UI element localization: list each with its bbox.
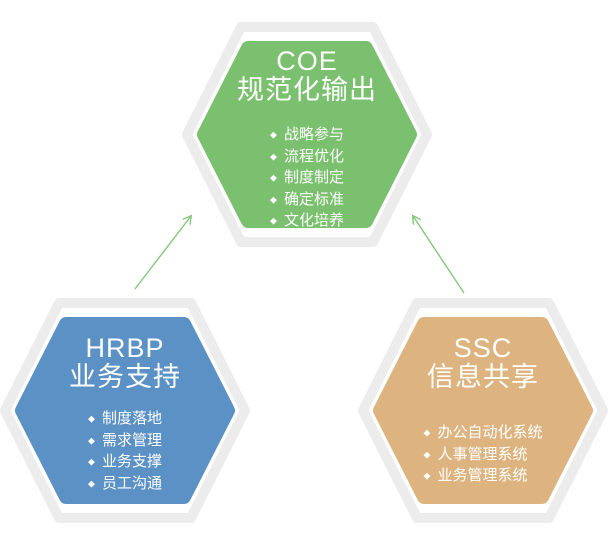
list-item: ◆ 战略参与 xyxy=(270,124,344,146)
diamond-bullet-icon: ◆ xyxy=(270,215,277,226)
list-item: ◆ 流程优化 xyxy=(270,146,344,168)
list-item: ◆ 办公自动化系统 xyxy=(424,422,543,444)
list-item-label: 业务管理系统 xyxy=(437,467,528,484)
list-item: ◆ 制度落地 xyxy=(88,408,162,430)
hexagon-fill-edge xyxy=(15,317,235,504)
coe-item-list: ◆ 战略参与 ◆ 流程优化 ◆ 制度制定 ◆ 确定标准 ◆ 文化培养 xyxy=(270,124,344,232)
hexagon-ring xyxy=(358,298,608,523)
list-item: ◆ 人事管理系统 xyxy=(424,444,543,466)
coe-hexagon-shape xyxy=(182,22,432,247)
diamond-bullet-icon: ◆ xyxy=(88,456,95,467)
list-item-label: 确定标准 xyxy=(283,190,344,208)
diamond-bullet-icon: ◆ xyxy=(270,151,277,162)
list-item-label: 员工沟通 xyxy=(101,474,162,492)
hrbp-title-line2: 业务支持 xyxy=(69,362,181,392)
ssc-title: SSC 信息共享 xyxy=(427,334,539,392)
hexagon-ring xyxy=(0,298,250,523)
list-item-label: 业务支撑 xyxy=(101,453,162,470)
hrbp-item-list: ◆ 制度落地 ◆ 需求管理 ◆ 业务支撑 ◆ 员工沟通 xyxy=(88,408,162,494)
hexagon-fill xyxy=(380,324,586,497)
ssc-item-list: ◆ 办公自动化系统 ◆ 人事管理系统 ◆ 业务管理系统 xyxy=(424,422,543,487)
list-item: ◆ 业务支撑 xyxy=(88,451,162,473)
hrbp-hexagon-shape xyxy=(0,298,250,523)
diamond-bullet-icon: ◆ xyxy=(88,435,95,446)
list-item-label: 战略参与 xyxy=(283,126,344,143)
ssc-hexagon-node: SSC 信息共享 ◆ 办公自动化系统 ◆ 人事管理系统 ◆ 业务管理系统 xyxy=(358,298,608,523)
ssc-content: SSC 信息共享 ◆ 办公自动化系统 ◆ 人事管理系统 ◆ 业务管理系统 xyxy=(358,298,608,523)
hexagon-fill xyxy=(204,48,410,221)
ssc-hexagon-shape xyxy=(358,298,608,523)
hrbp-title: HRBP 业务支持 xyxy=(69,334,181,392)
list-item: ◆ 需求管理 xyxy=(88,430,162,452)
list-item-label: 需求管理 xyxy=(101,431,162,449)
list-item-label: 制度制定 xyxy=(283,169,344,186)
list-item-label: 文化培养 xyxy=(283,212,344,229)
list-item-label: 人事管理系统 xyxy=(437,445,528,463)
list-item: ◆ 文化培养 xyxy=(270,210,344,232)
ssc-title-line2: 信息共享 xyxy=(427,362,539,392)
diamond-bullet-icon: ◆ xyxy=(88,413,95,424)
coe-title: COE 规范化输出 xyxy=(237,47,377,105)
diamond-bullet-icon: ◆ xyxy=(423,470,431,481)
coe-title-line1: COE xyxy=(276,46,338,76)
diamond-bullet-icon: ◆ xyxy=(270,172,277,183)
hexagon-ring xyxy=(182,22,432,247)
diamond-bullet-icon: ◆ xyxy=(270,194,277,205)
diamond-bullet-icon: ◆ xyxy=(270,129,277,140)
hexagon-fill-edge xyxy=(197,41,417,228)
coe-content: COE 规范化输出 ◆ 战略参与 ◆ 流程优化 ◆ 制度制定 ◆ 确定标准 ◆ 文化培养 xyxy=(182,22,432,247)
list-item: ◆ 员工沟通 xyxy=(88,473,162,495)
hrbp-title-line1: HRBP xyxy=(85,333,165,363)
diamond-bullet-icon: ◆ xyxy=(423,427,431,438)
hexagon-fill xyxy=(22,324,228,497)
list-item: ◆ 业务管理系统 xyxy=(424,465,543,487)
list-item: ◆ 确定标准 xyxy=(270,189,344,211)
list-item-label: 制度落地 xyxy=(101,410,162,427)
list-item-label: 流程优化 xyxy=(283,147,344,165)
hrbp-content: HRBP 业务支持 ◆ 制度落地 ◆ 需求管理 ◆ 业务支撑 ◆ 员工沟通 xyxy=(0,298,250,523)
coe-hexagon-node: COE 规范化输出 ◆ 战略参与 ◆ 流程优化 ◆ 制度制定 ◆ 确定标准 ◆ 文化培养 xyxy=(182,22,432,247)
list-item: ◆ 制度制定 xyxy=(270,167,344,189)
hexagon-fill-edge xyxy=(373,317,593,504)
ssc-title-line1: SSC xyxy=(453,333,513,363)
diamond-bullet-icon: ◆ xyxy=(88,478,95,489)
hrbp-hexagon-node: HRBP 业务支持 ◆ 制度落地 ◆ 需求管理 ◆ 业务支撑 ◆ 员工沟通 xyxy=(0,298,250,523)
list-item-label: 办公自动化系统 xyxy=(437,424,543,441)
diamond-bullet-icon: ◆ xyxy=(423,449,431,460)
coe-title-line2: 规范化输出 xyxy=(237,75,377,105)
